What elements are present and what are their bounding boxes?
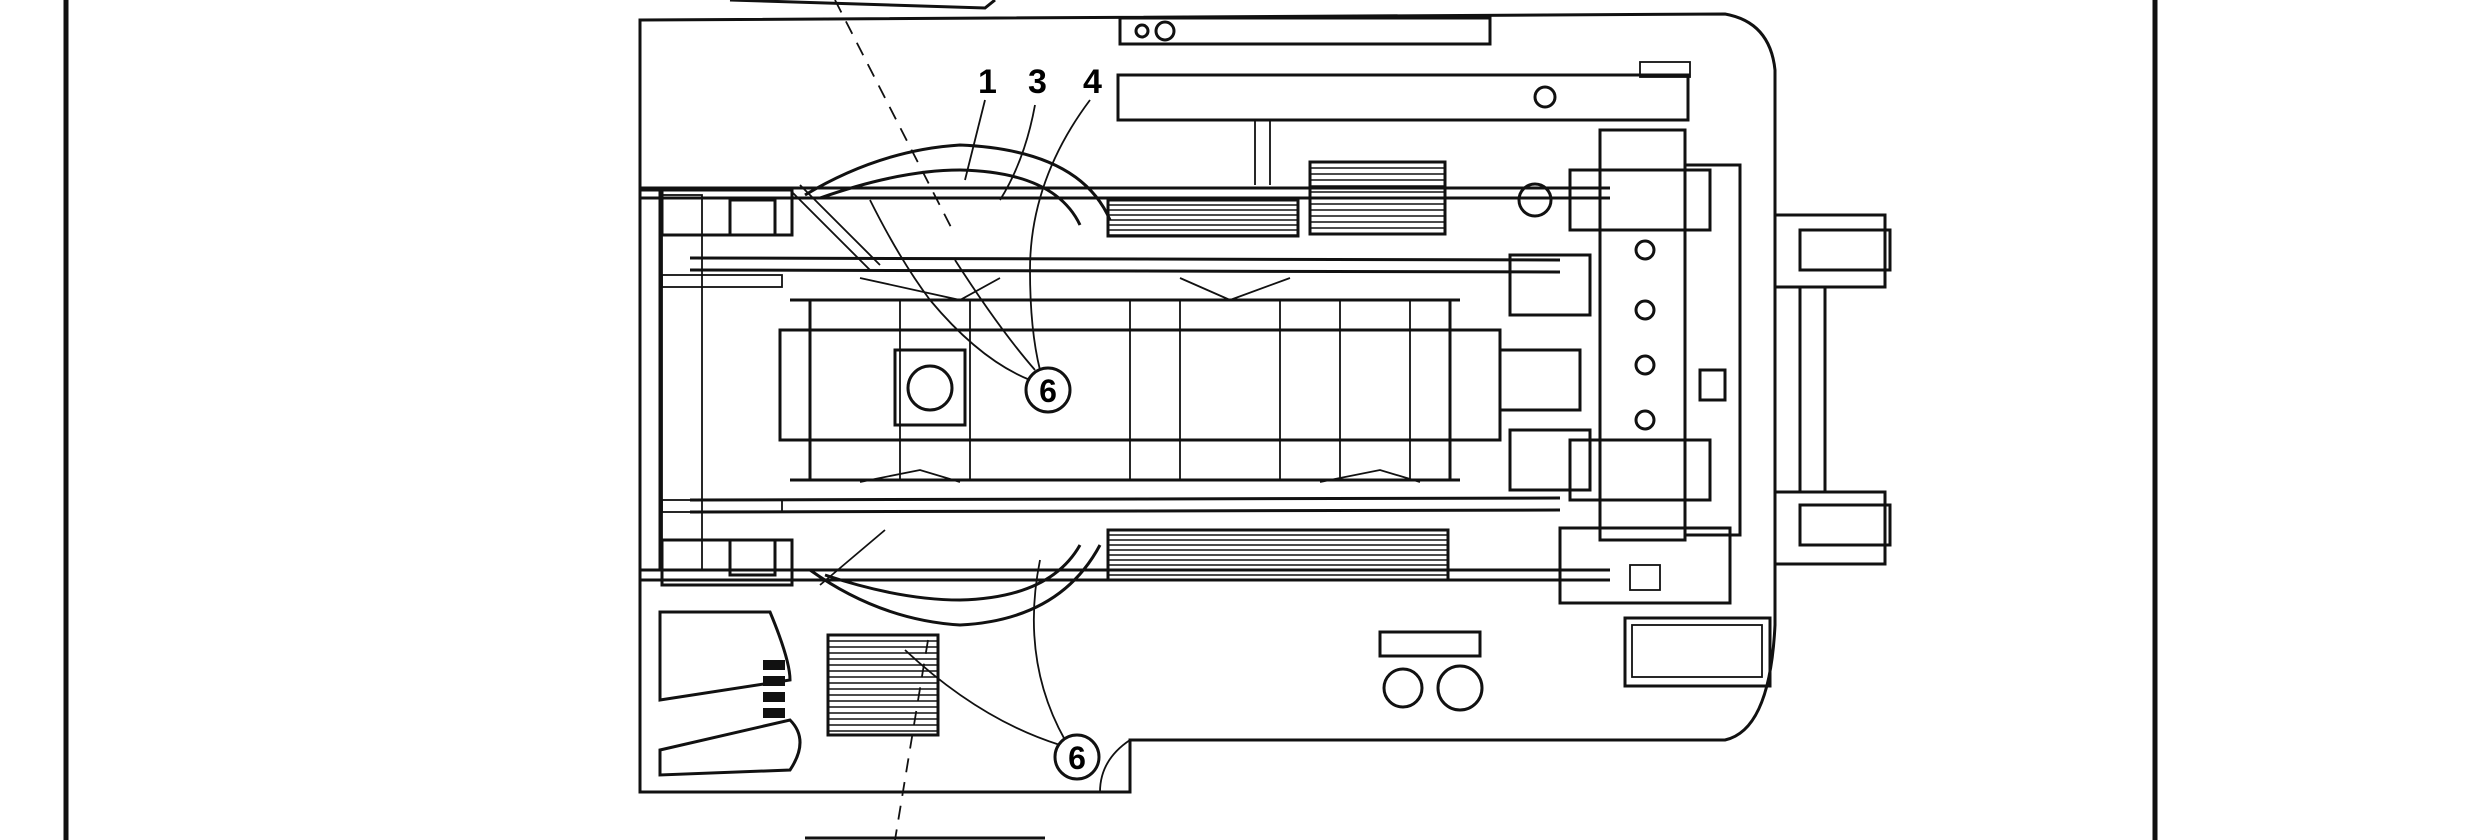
lower-sprocket: [809, 529, 1102, 627]
central-structure: [778, 253, 1592, 492]
callout-1: 1: [978, 63, 997, 101]
callout-labels: 1 3 4 6 6: [978, 63, 1102, 781]
callout-6-upper-circle: [1024, 366, 1072, 414]
callout-6-upper: 6: [1039, 373, 1057, 409]
callout-3: 3: [1028, 63, 1047, 101]
grille-hatch-top: [1310, 167, 1445, 229]
grille-hatch-lower: [1108, 534, 1448, 576]
front-idlers: [660, 188, 794, 587]
upper-sprocket: [789, 143, 1112, 271]
callout-6-lower-circle: [1053, 733, 1101, 781]
page-frame: [63, 0, 2158, 840]
dashed-leader-lines: [729, 0, 1045, 840]
top-plates: [1116, 16, 1691, 185]
lower-compartment: [658, 610, 1772, 777]
grille-hatch-upper: [1108, 204, 1298, 236]
callout-leaders: [869, 99, 1091, 746]
callout-4: 4: [1083, 63, 1102, 101]
final-drives: [1773, 213, 1892, 566]
engine-block: [1517, 128, 1742, 605]
vehicle-hull-outline: [638, 12, 1777, 794]
chassis-frame: [638, 186, 1610, 582]
callout-6-lower: 6: [1068, 740, 1086, 776]
battery-hatch: [828, 640, 938, 732]
